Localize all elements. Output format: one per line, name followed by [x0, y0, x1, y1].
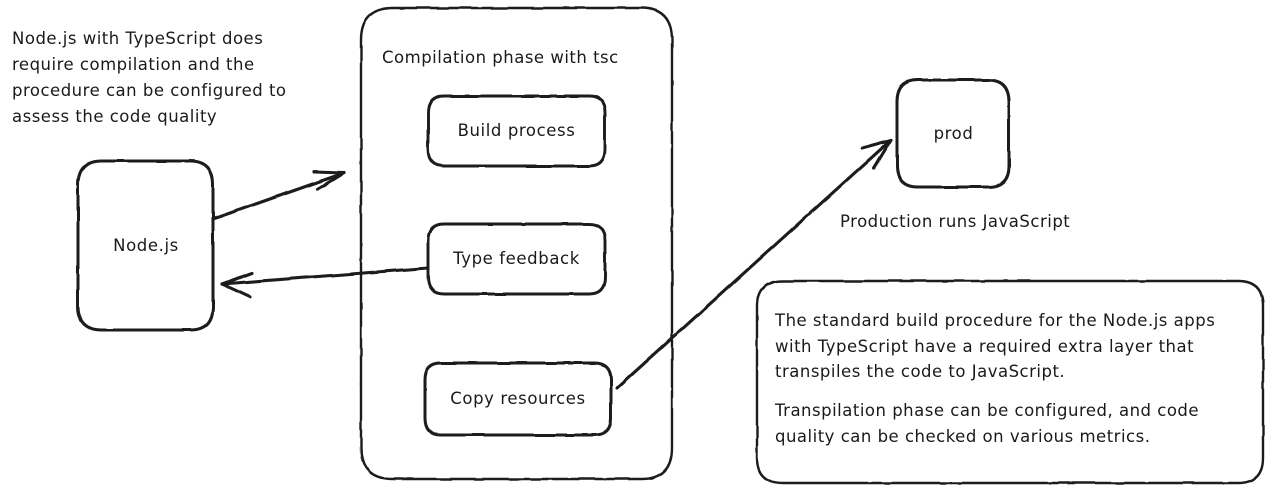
nodejs-node-label[interactable]: Node.js [113, 236, 179, 256]
note-paragraph-2: Transpilation phase can be configured, a… [775, 401, 1200, 446]
edge-nodejs-to-compilation [211, 170, 346, 221]
note-paragraph-1: The standard build procedure for the Nod… [775, 311, 1216, 382]
left-annotation-text: Node.js with TypeScript does require com… [12, 29, 287, 127]
edge-type-feedback-to-nodejs [220, 266, 430, 299]
prod-node-label[interactable]: prod [933, 124, 974, 144]
copy-resources-node-label[interactable]: Copy resources [450, 389, 586, 409]
type-feedback-node-label[interactable]: Type feedback [453, 249, 580, 269]
build-process-node-label[interactable]: Build process [457, 121, 576, 141]
production-caption: Production runs JavaScript [840, 212, 1071, 231]
compilation-phase-title: Compilation phase with tsc [382, 48, 619, 67]
